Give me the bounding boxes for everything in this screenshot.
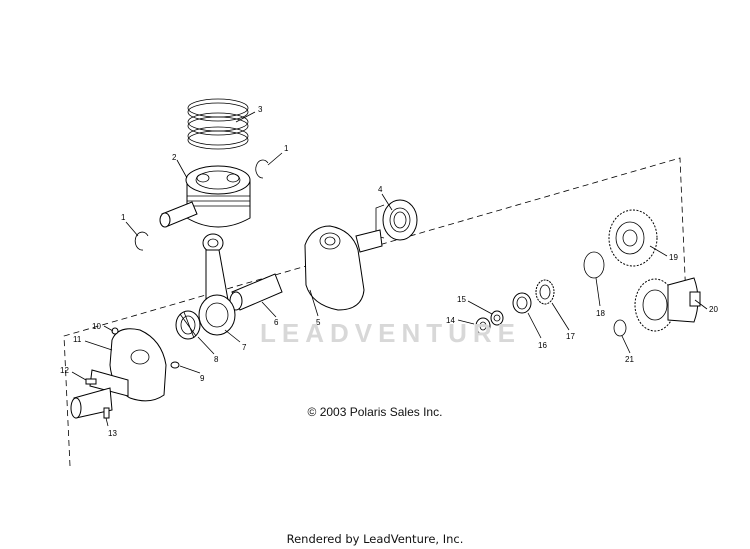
needle-bearing — [175, 310, 201, 340]
drive-gear-19 — [608, 209, 658, 267]
callout-4: 4 — [378, 185, 383, 194]
copyright-text: © 2003 Polaris Sales Inc. — [307, 405, 443, 419]
callout-17: 17 — [566, 332, 575, 341]
callout-19: 19 — [669, 253, 678, 262]
callout-11: 11 — [73, 335, 82, 344]
piston-rings — [187, 98, 249, 150]
callout-2: 2 — [172, 153, 177, 162]
assembly-axis-line — [63, 157, 687, 467]
callout-1-right: 1 — [284, 144, 289, 153]
snap-ring-18 — [583, 251, 605, 279]
connecting-rod — [198, 233, 236, 336]
circlip-left — [134, 231, 149, 251]
callout-5: 5 — [316, 318, 321, 327]
watermark: LEADVENTURE — [260, 318, 522, 348]
callout-1-left: 1 — [121, 213, 126, 222]
callout-6: 6 — [274, 318, 279, 327]
callout-8: 8 — [214, 355, 219, 364]
circlip-21 — [613, 319, 627, 337]
crank-pin — [229, 273, 283, 311]
piston — [185, 165, 251, 228]
callout-12: 12 — [60, 366, 69, 375]
circlip-right — [255, 159, 269, 179]
woodruff-key-lower — [103, 407, 110, 419]
callout-18: 18 — [596, 309, 605, 318]
callout-15: 15 — [457, 295, 466, 304]
dowel-pin — [170, 361, 180, 369]
leader-lines — [71, 111, 708, 427]
crankshaft-right-half — [304, 225, 383, 311]
callout-20: 20 — [709, 305, 718, 314]
callout-21: 21 — [625, 355, 634, 364]
spacer-16 — [512, 292, 532, 314]
rendered-by-footer: Rendered by LeadVenture, Inc. — [286, 532, 464, 546]
callout-7: 7 — [242, 343, 247, 352]
piston-pin — [159, 201, 198, 228]
woodruff-key-upper — [85, 378, 97, 385]
callout-14: 14 — [446, 316, 455, 325]
balance-shaft-20 — [634, 277, 701, 332]
plug-screw — [111, 327, 119, 335]
crankshaft-left-half — [70, 328, 167, 419]
callout-16: 16 — [538, 341, 547, 350]
nut-14 — [475, 317, 491, 335]
gear-17 — [535, 279, 555, 305]
main-bearing — [375, 199, 418, 241]
callout-labels: 1 1 2 3 4 5 6 7 8 9 10 11 12 13 14 15 16… — [60, 105, 718, 438]
callout-9: 9 — [200, 374, 205, 383]
callout-3: 3 — [258, 105, 263, 114]
washer-15 — [490, 310, 504, 326]
callout-10: 10 — [92, 322, 101, 331]
callout-13: 13 — [108, 429, 117, 438]
